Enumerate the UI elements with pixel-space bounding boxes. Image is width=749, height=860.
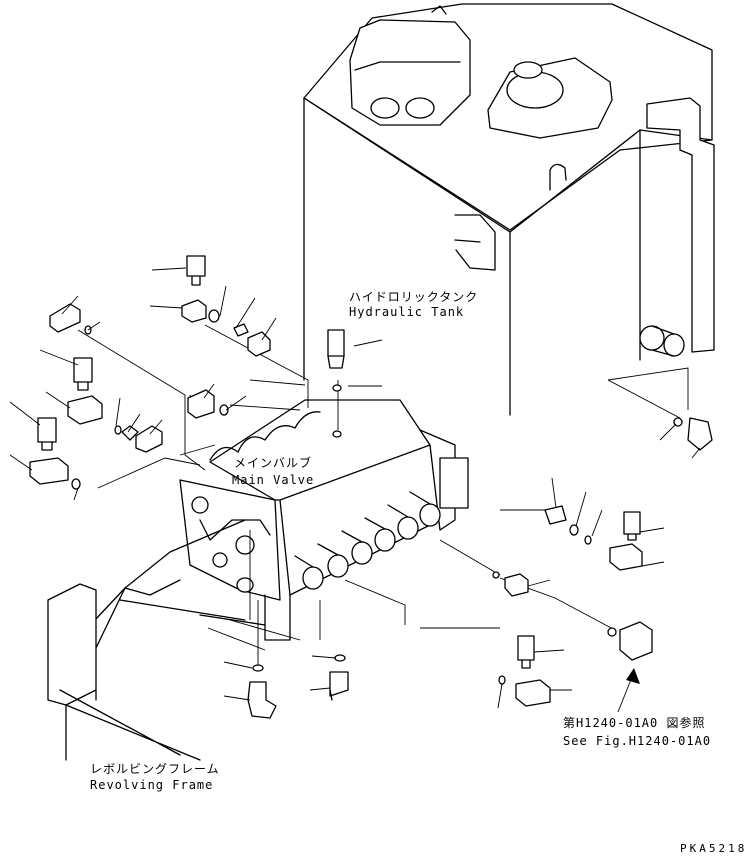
text-labels: ハイドロリックタンク Hydraulic Tank メインバルブ Main Va… (90, 290, 747, 855)
hydraulic-tank-label-en: Hydraulic Tank (349, 305, 464, 319)
see-fig-label-jp: 第H1240-01A0 図参照 (563, 715, 705, 730)
main-valve-label-en: Main Valve (232, 473, 314, 487)
revolving-frame-label-jp: レボルビングフレーム (90, 762, 220, 776)
drawing-code: PKA5218 (680, 842, 747, 855)
revolving-frame (47, 519, 266, 761)
hydraulic-tank (303, 3, 715, 416)
revolving-frame-label-en: Revolving Frame (90, 778, 213, 792)
leader-lines (77, 324, 689, 668)
see-fig-label-en: See Fig.H1240-01A0 (563, 734, 711, 748)
leader-ticks (9, 267, 701, 709)
main-valve (179, 399, 469, 641)
hydraulic-tank-label-jp: ハイドロリックタンク (349, 290, 478, 304)
reference-arrow (617, 668, 640, 713)
main-valve-label-jp: メインバルブ (234, 455, 312, 470)
